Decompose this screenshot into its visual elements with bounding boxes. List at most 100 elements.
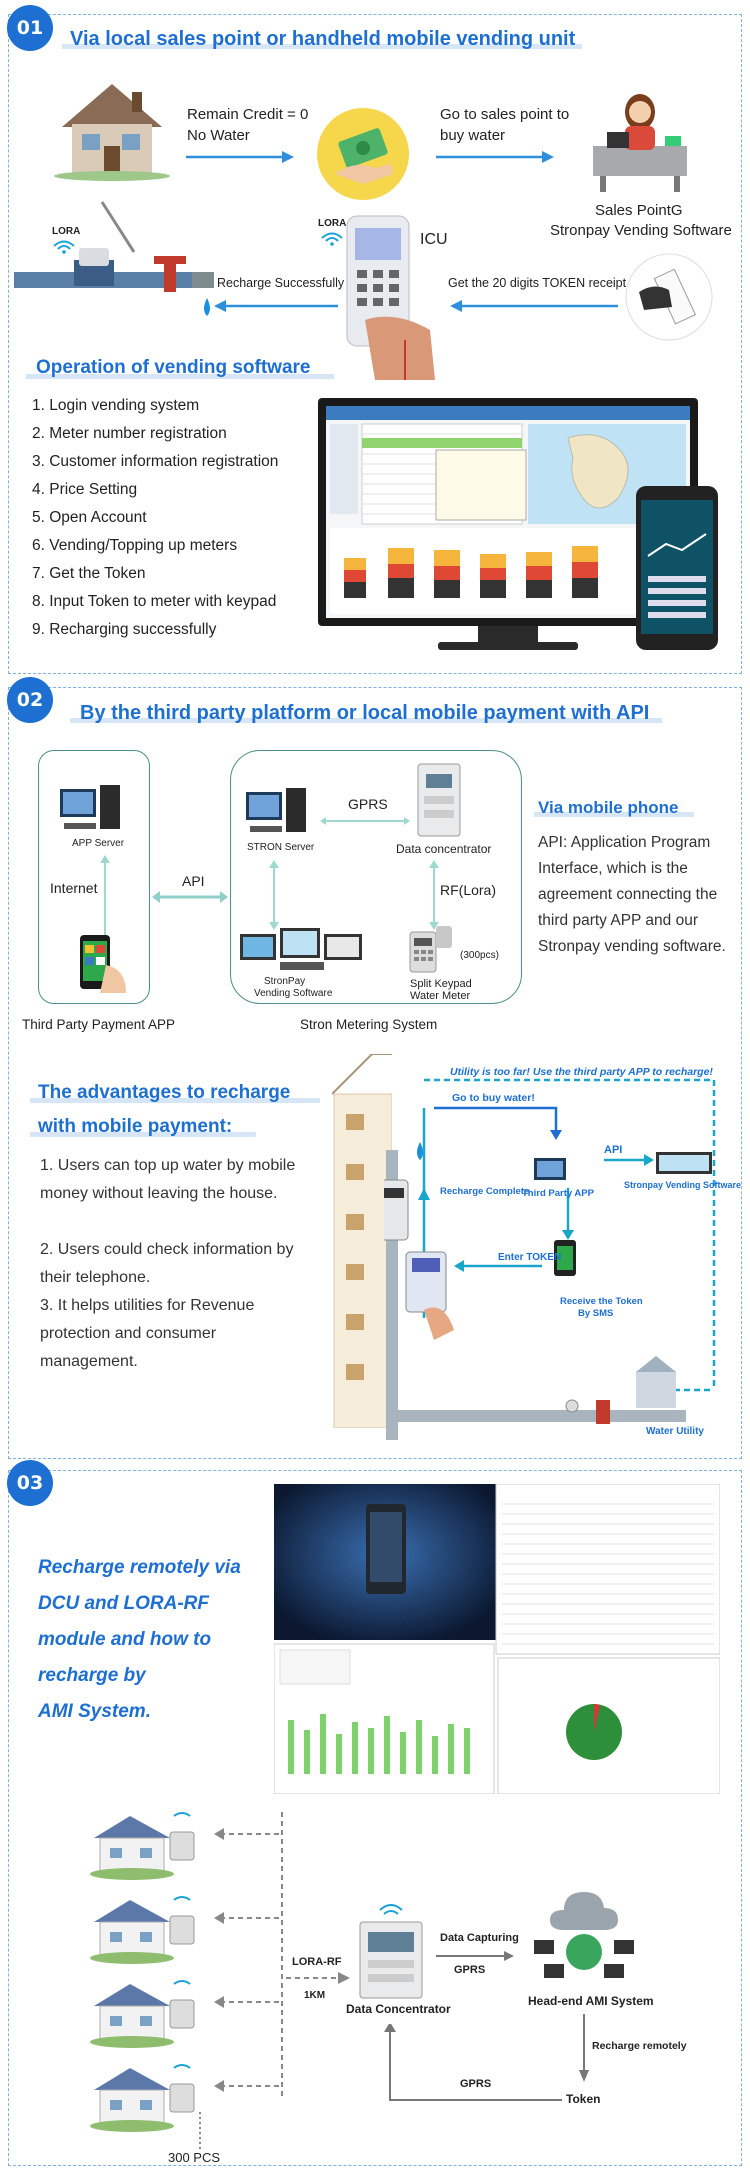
- section-3-badge: 03: [7, 1460, 53, 1506]
- gprs-label: GPRS: [348, 796, 388, 812]
- section-3-title: Recharge remotely via DCU and LORA-RF mo…: [38, 1550, 268, 1730]
- gprs-label-4: GPRS: [460, 2078, 492, 2090]
- step-item: 5. Open Account: [32, 509, 147, 526]
- recharge-success-label: Recharge Successfully: [217, 276, 345, 290]
- internet-arrow: [100, 855, 110, 945]
- remain-credit-label: Remain Credit = 0: [187, 106, 309, 123]
- split-meter-label-2: Water Meter: [410, 990, 471, 1002]
- section-2-badge: 02: [7, 677, 53, 723]
- third-party-app-icon: [80, 935, 126, 993]
- metering-system-box: [230, 750, 522, 1004]
- data-concentrator-icon-2: [359, 1904, 423, 1999]
- wifi-icon-1: [53, 240, 75, 254]
- vending-software-icon: [240, 928, 362, 970]
- gprs-label-3: GPRS: [454, 1964, 486, 1976]
- icu-handheld-icon: [346, 215, 435, 380]
- house-meter-icon: [90, 2064, 195, 2132]
- adv-title-underline-1: [30, 1098, 320, 1103]
- adv-item: 2. Users could check information by thei…: [40, 1241, 294, 1286]
- via-mobile-title: Via mobile phone: [538, 798, 679, 817]
- money-hand-icon: [317, 108, 409, 200]
- s3-title-line: Recharge remotely via: [38, 1557, 241, 1578]
- adv-item: 3. It helps utilities for Revenue protec…: [40, 1297, 255, 1370]
- ami-screenshots: [274, 1484, 720, 1794]
- stron-server-icon: [246, 788, 306, 832]
- third-party-app-label: Third Party Payment APP: [22, 1017, 176, 1032]
- vending-software-monitor: [318, 398, 698, 650]
- data-conc-label-2: Data Concentrator: [346, 2002, 451, 2016]
- token-label: Token: [566, 2092, 601, 2106]
- rf-lora-label: RF(Lora): [440, 882, 497, 898]
- sales-point-label: Sales PointG: [595, 202, 683, 219]
- head-end-label: Head-end AMI System: [528, 1994, 654, 2008]
- step-item: 8. Input Token to meter with keypad: [32, 593, 277, 610]
- receipt-hand-icon: [625, 253, 713, 341]
- mobile-app-phone: [636, 486, 718, 650]
- buy-water-label: buy water: [440, 127, 506, 144]
- sales-person-icon: [593, 94, 687, 192]
- recharge-remotely-label: Recharge remotely: [592, 2040, 687, 2052]
- section-2-title: By the third party platform or local mob…: [80, 702, 650, 724]
- recharge-down-arrow: [579, 2014, 589, 2082]
- step-item: 1. Login vending system: [32, 397, 200, 414]
- arrow-right-1: [186, 151, 294, 163]
- capturing-arrow: [436, 1951, 514, 1961]
- s3-title-line: module and how to: [38, 1629, 212, 1650]
- section-1-title-underline: [62, 44, 582, 49]
- get-token-label: Get the 20 digits TOKEN receipt: [448, 276, 627, 290]
- vending-sw-label-2: Vending Software: [254, 988, 333, 999]
- step-item: 7. Get the Token: [32, 565, 146, 582]
- no-water-label: No Water: [187, 127, 250, 144]
- data-capturing-label: Data Capturing: [440, 1932, 519, 1944]
- s3-title-line: recharge by: [38, 1665, 146, 1686]
- icu-label: ICU: [420, 231, 448, 248]
- vending-arrow: [269, 860, 279, 930]
- system-label: Stron Metering System: [300, 1017, 438, 1032]
- arrow-left-1: [214, 300, 338, 312]
- step-item: 2. Meter number registration: [32, 425, 227, 442]
- step-item: 9. Recharging successfully: [32, 621, 217, 638]
- house-meter-icon: [90, 1896, 195, 1964]
- water-meter-pipe-icon: [14, 201, 214, 316]
- house-icon: [54, 84, 170, 181]
- arrow-right-2: [436, 151, 554, 163]
- app-server-label: APP Server: [72, 838, 125, 849]
- lora-label-1: LORA: [52, 226, 81, 237]
- utility-far-label: Utility is too far! Use the third party …: [450, 1066, 713, 1078]
- data-concentrator-icon: [417, 763, 461, 837]
- km-label: 1KM: [304, 1990, 326, 2001]
- receive-token-label-1: Receive the Token: [560, 1296, 643, 1307]
- water-pipe-flow: [384, 1078, 716, 1440]
- split-meter-label-1: Split Keypad: [410, 978, 472, 990]
- go-sales-label: Go to sales point to: [440, 106, 570, 123]
- rf-arrow: [429, 860, 439, 930]
- enter-token-label: Enter TOKEN: [498, 1252, 562, 1263]
- step-item: 3. Customer information registration: [32, 453, 279, 470]
- pcs-label: (300pcs): [460, 950, 499, 961]
- stronpay-sw-label: Stronpay Vending Software: [624, 1180, 742, 1190]
- receive-token-label-2: By SMS: [578, 1308, 614, 1319]
- recharge-complete-label: Recharge Complete: [440, 1186, 530, 1197]
- api-arrow: [152, 891, 228, 903]
- stron-server-label: STRON Server: [247, 842, 315, 853]
- steps-list: 1. Login vending system 2. Meter number …: [32, 392, 278, 644]
- water-utility-label: Water Utility: [646, 1426, 704, 1437]
- via-mobile-underline: [534, 812, 694, 817]
- op-title-underline: [26, 374, 334, 379]
- gprs-arrow: [320, 817, 410, 825]
- lora-connectors: [199, 1812, 350, 2150]
- section-1-title: Via local sales point or handheld mobile…: [70, 28, 576, 50]
- house-meter-icon: [90, 1812, 195, 1880]
- house-meter-icon: [90, 1980, 195, 2048]
- section-2-title-underline: [70, 718, 662, 723]
- adv-title-line-1: The advantages to recharge: [38, 1082, 291, 1103]
- building-icon: [332, 1054, 392, 1428]
- wifi-icon-2: [321, 232, 343, 246]
- step-item: 6. Vending/Topping up meters: [32, 537, 238, 554]
- s3-title-line: AMI System.: [38, 1701, 151, 1722]
- adv-title-underline-2: [30, 1132, 256, 1137]
- op-title: Operation of vending software: [36, 357, 311, 378]
- pcs-label-2: 300 PCS: [168, 2150, 221, 2165]
- app-server-icon: [60, 785, 120, 829]
- app-server-box: [38, 750, 150, 1004]
